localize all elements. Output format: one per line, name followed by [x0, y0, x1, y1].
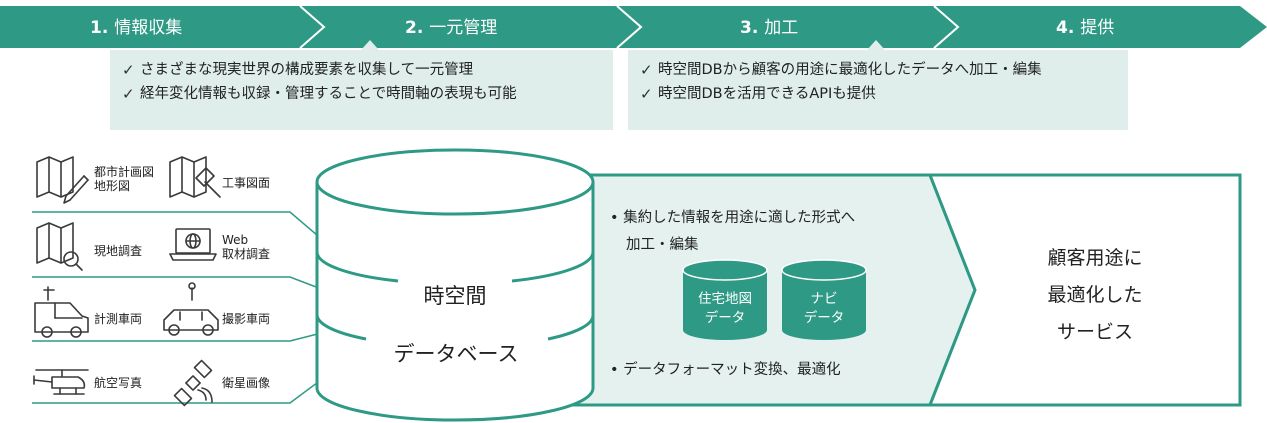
callout-left-item: ✓ 経年変化情報も収録・管理することで時間軸の表現も可能	[122, 82, 613, 106]
database-cylinder	[315, 148, 595, 422]
processing-bullet-1-line2: 加工・編集	[626, 237, 699, 253]
camera-vehicle-icon	[163, 282, 219, 336]
step-3: 3.加工	[740, 18, 798, 38]
map-pencil-icon	[36, 156, 89, 204]
source-web: Web 取材調査	[222, 233, 270, 261]
check-icon: ✓	[640, 85, 653, 103]
connector-row-3	[32, 326, 346, 342]
step-divider-1	[299, 5, 326, 49]
helicopter-icon	[33, 369, 89, 395]
connector-row-2	[32, 276, 346, 299]
navi-data-cylinder	[781, 259, 867, 340]
step-4: 4.提供	[1056, 18, 1114, 38]
service-line1: 顧客用途に	[1047, 247, 1143, 269]
navi-data-line2: データ	[803, 310, 845, 326]
source-urban-plan-line1: 都市計画図	[94, 165, 155, 179]
laptop-globe-icon	[169, 228, 217, 261]
step-banner-bar	[0, 6, 1267, 48]
map-hammer-icon	[169, 156, 221, 198]
check-icon: ✓	[122, 61, 135, 79]
callout-left: ✓ さまざまな現実世界の構成要素を収集して一元管理 ✓ 経年変化情報も収録・管理する…	[110, 50, 613, 130]
bullet-dot: •	[610, 210, 624, 226]
step-banner: 1.情報収集 2.一元管理 3.加工 4.提供	[0, 5, 1267, 50]
step-2: 2.一元管理	[405, 18, 497, 38]
service-line2: 最適化した	[1047, 284, 1143, 306]
map-magnifier-icon	[36, 222, 83, 271]
source-camera-vehicle: 撮影車両	[222, 312, 271, 326]
step-divider-2	[616, 5, 643, 49]
source-aerial: 航空写真	[94, 376, 143, 390]
housing-map-data-cylinder	[682, 259, 768, 340]
processing-bullet-2-text: データフォーマット変換、最適化	[623, 362, 841, 378]
navi-data-line1: ナビ	[810, 291, 838, 307]
service-text: 顧客用途に 最適化した サービス	[1010, 240, 1180, 351]
source-satellite: 衛星画像	[222, 376, 271, 390]
database-title-line2: データベース	[393, 342, 519, 366]
callout-left-pointer	[361, 40, 379, 50]
callout-right-item: ✓ 時空間DBから顧客の用途に最適化したデータへ加工・編集	[640, 58, 1128, 82]
source-survey-vehicle: 計測車両	[94, 312, 143, 326]
callout-right-item: ✓ 時空間DBを活用できるAPIも提供	[640, 82, 1128, 106]
callout-left-text-1: さまざまな現実世界の構成要素を収集して一元管理	[140, 62, 474, 78]
housing-map-data-label: 住宅地図 データ	[683, 290, 767, 328]
callout-right-text-1: 時空間DBから顧客の用途に最適化したデータへ加工・編集	[658, 62, 1042, 78]
bullet-dot: •	[610, 362, 624, 378]
housing-map-data-line1: 住宅地図	[698, 291, 752, 307]
processing-bullet-1-line1: 集約した情報を用途に適した形式へ	[623, 210, 856, 226]
step-divider-3	[933, 5, 960, 49]
callout-right-pointer	[867, 40, 885, 50]
flow-diagram	[32, 148, 1242, 422]
service-line3: サービス	[1056, 321, 1133, 343]
step-1: 1.情報収集	[90, 18, 182, 38]
processing-bullet-1: • 集約した情報を用途に適した形式へ 加工・編集	[610, 205, 855, 259]
source-field-survey: 現地調査	[94, 244, 143, 258]
callout-right: ✓ 時空間DBから顧客の用途に最適化したデータへ加工・編集 ✓ 時空間DBを活用でき…	[628, 50, 1128, 130]
source-construction: 工事図面	[222, 176, 271, 190]
housing-map-data-line2: データ	[704, 310, 746, 326]
connector-row-4	[32, 361, 346, 404]
service-panel	[927, 173, 1242, 407]
navi-data-label: ナビ データ	[782, 290, 866, 328]
processing-bullet-2: • データフォーマット変換、最適化	[610, 358, 841, 379]
source-urban-plan: 都市計画図 地形図	[94, 165, 154, 193]
callout-right-text-2: 時空間DBを活用できるAPIも提供	[658, 86, 876, 102]
survey-vehicle-icon	[34, 286, 89, 338]
database-title-line1: 時空間	[423, 284, 487, 308]
check-icon: ✓	[640, 61, 653, 79]
satellite-icon	[173, 359, 213, 407]
source-web-line1: Web	[222, 233, 249, 247]
source-urban-plan-line2: 地形図	[94, 179, 131, 193]
callout-left-item: ✓ さまざまな現実世界の構成要素を収集して一元管理	[122, 58, 613, 82]
callout-left-text-2: 経年変化情報も収録・管理することで時間軸の表現も可能	[140, 86, 517, 102]
source-web-line2: 取材調査	[222, 247, 271, 261]
check-icon: ✓	[122, 85, 135, 103]
